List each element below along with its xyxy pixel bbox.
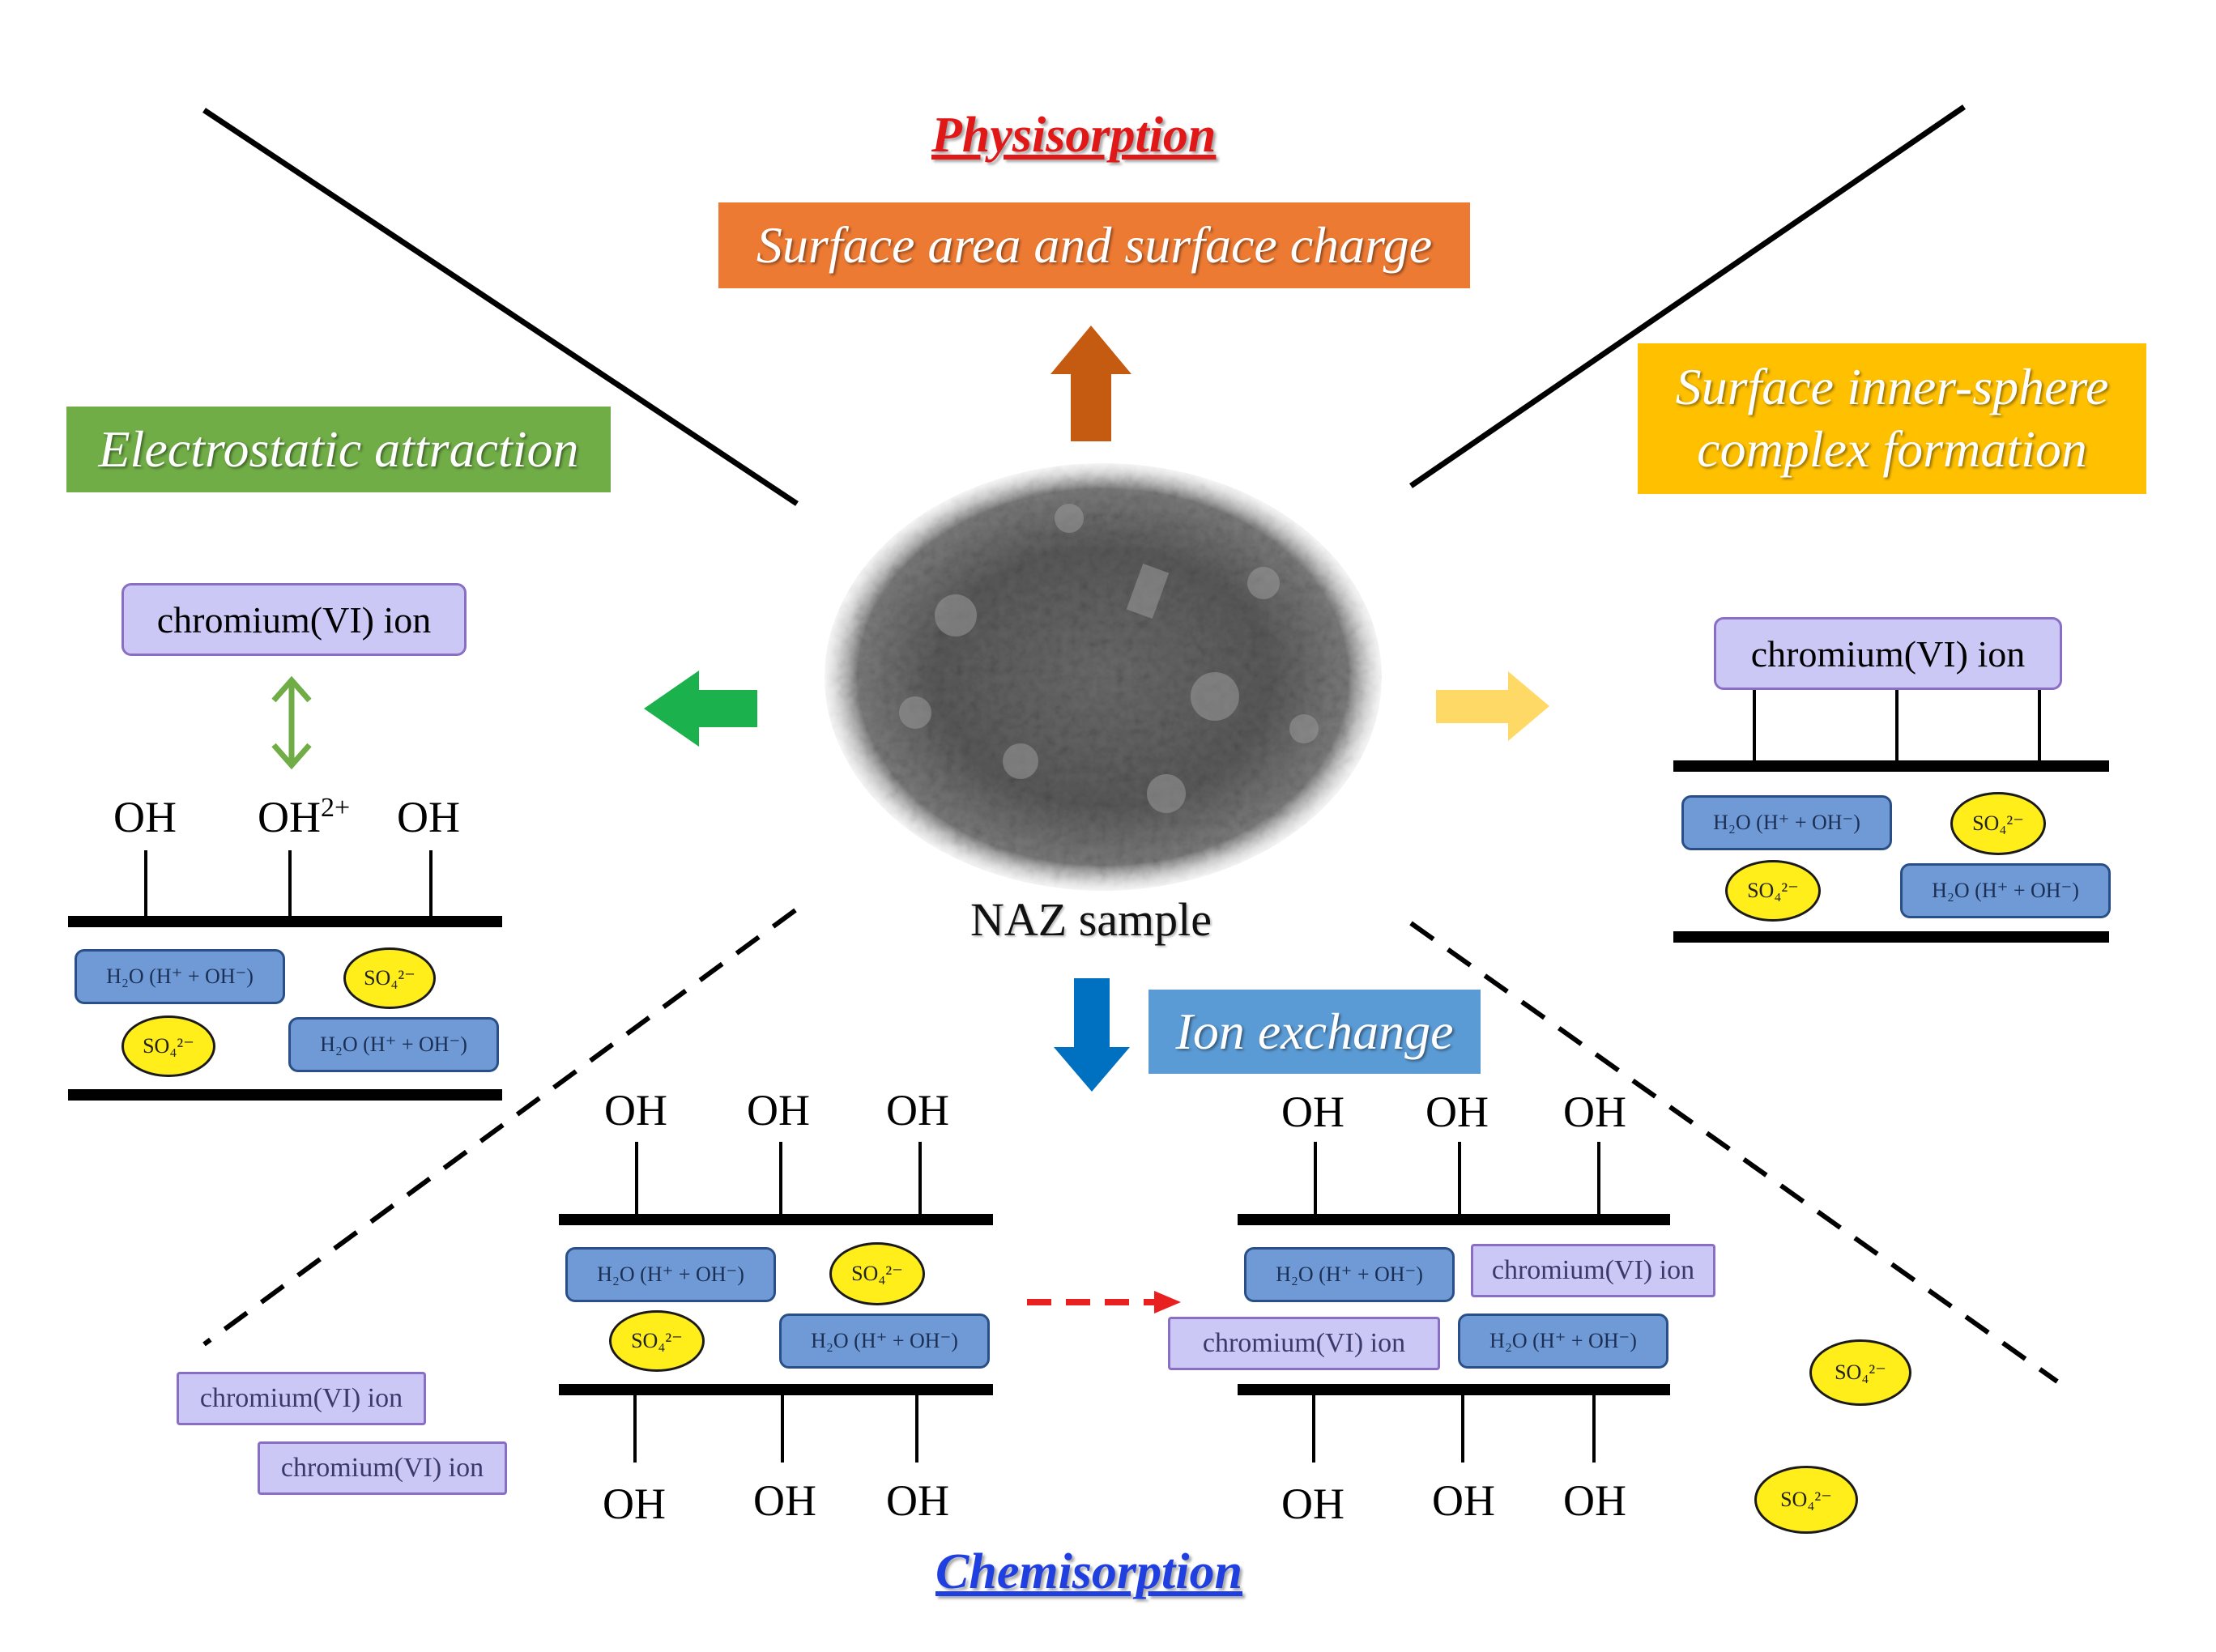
arrow-right-icon: [1436, 671, 1549, 741]
oh-label: OH: [747, 1086, 810, 1135]
h2o-box: H₂O (H⁺ + OH⁻): [1458, 1314, 1668, 1369]
chromium-ion-box: chromium(VI) ion: [121, 583, 467, 656]
naz-sample-label: NAZ sample: [970, 893, 1212, 946]
oh2-label: OH2+: [258, 792, 350, 842]
oh2-base: OH: [258, 793, 321, 841]
oh-label: OH: [1425, 1088, 1489, 1136]
h2o-box: H₂O (H⁺ + OH⁻): [779, 1314, 990, 1369]
electrostatic-box: Electrostatic attraction: [66, 407, 611, 492]
chromium-ion-box: chromium(VI) ion: [177, 1372, 426, 1425]
oh-label: OH: [1563, 1476, 1626, 1525]
divider-top-right: [1409, 104, 1966, 488]
oh-label: OH: [1432, 1476, 1495, 1525]
electrostatic-label: Electrostatic attraction: [98, 419, 579, 478]
divider-top-left: [202, 108, 799, 506]
inner-sphere-label-line1: Surface inner-sphere: [1675, 358, 2109, 416]
so4-ion: SO₄²⁻: [1950, 792, 2046, 855]
oh-label: OH: [603, 1480, 666, 1528]
electrostatic-panel-lines: [68, 850, 502, 1101]
divider-bottom-left: [202, 908, 797, 1347]
chromium-ion-box: chromium(VI) ion: [1168, 1317, 1440, 1370]
so4-ion: SO₄²⁻: [829, 1242, 925, 1305]
so4-ion: SO₄²⁻: [1754, 1466, 1858, 1534]
oh-label: OH: [886, 1086, 949, 1135]
surface-area-label: Surface area and surface charge: [756, 215, 1433, 274]
oh-label: OH: [1563, 1088, 1626, 1136]
chemisorption-title: Chemisorption: [935, 1544, 1242, 1599]
arrow-down-icon: [1054, 978, 1130, 1092]
h2o-box: H₂O (H⁺ + OH⁻): [565, 1247, 776, 1302]
naz-sample-image: [825, 463, 1382, 891]
ion-exchange-label: Ion exchange: [1175, 1002, 1454, 1060]
oh-label: OH: [113, 793, 177, 841]
ion-exchange-before-lines: [559, 1142, 993, 1463]
arrow-up-icon: [1050, 326, 1131, 441]
inner-sphere-panel-lines: [1673, 690, 2109, 943]
so4-ion: SO₄²⁻: [609, 1310, 705, 1372]
h2o-box: H₂O (H⁺ + OH⁻): [1900, 863, 2111, 918]
so4-ion: SO₄²⁻: [1725, 860, 1821, 922]
ion-exchange-box: Ion exchange: [1148, 990, 1481, 1074]
arrow-left-icon: [644, 671, 757, 747]
chromium-ion-box: chromium(VI) ion: [1714, 617, 2062, 690]
inner-sphere-box: Surface inner-sphere complex formation: [1638, 343, 2146, 494]
oh-label: OH: [1281, 1088, 1345, 1136]
h2o-box: H₂O (H⁺ + OH⁻): [75, 949, 285, 1004]
so4-ion: SO₄²⁻: [121, 1015, 215, 1077]
so4-ion: SO₄²⁻: [1809, 1339, 1911, 1406]
divider-bottom-right: [1409, 921, 2059, 1384]
so4-ion: SO₄²⁻: [343, 947, 436, 1009]
oh-label: OH: [753, 1476, 816, 1525]
inner-sphere-label-line2: complex formation: [1697, 420, 2087, 478]
double-arrow-icon: [271, 675, 312, 770]
exchange-arrow-icon: [1027, 1291, 1181, 1314]
h2o-box: H₂O (H⁺ + OH⁻): [1681, 795, 1892, 850]
oh-label: OH: [397, 793, 460, 841]
h2o-box: H₂O (H⁺ + OH⁻): [1244, 1247, 1455, 1302]
ion-exchange-after-lines: [1238, 1142, 1670, 1463]
oh-label: OH: [886, 1476, 949, 1525]
oh-label: OH: [1281, 1480, 1345, 1528]
physisorption-title: Physisorption: [931, 108, 1217, 163]
chromium-ion-box: chromium(VI) ion: [258, 1441, 507, 1495]
oh2-superscript: 2+: [321, 793, 351, 823]
chromium-ion-box: chromium(VI) ion: [1471, 1244, 1715, 1297]
oh-label: OH: [604, 1086, 667, 1135]
surface-area-box: Surface area and surface charge: [718, 202, 1470, 288]
sample-particles: [899, 504, 1319, 813]
h2o-box: H₂O (H⁺ + OH⁻): [288, 1017, 499, 1072]
